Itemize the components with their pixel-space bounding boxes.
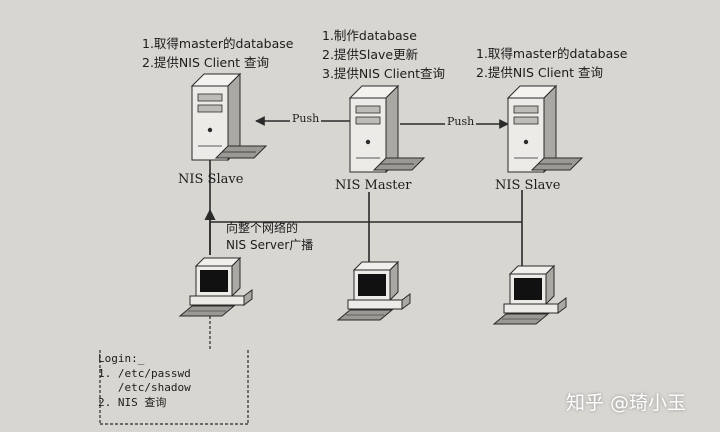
- broadcast-line: 向整个网络的: [226, 221, 299, 235]
- push-label-left: Push: [290, 112, 322, 125]
- workstation-icon: [493, 265, 567, 325]
- note-line: 1.取得master的database: [142, 36, 294, 51]
- right-slave-label: NIS Slave: [495, 178, 561, 193]
- note-line: 2.提供NIS Client 查询: [142, 55, 270, 70]
- login-line: /etc/shadow: [98, 381, 191, 394]
- broadcast-line: NIS Server广播: [226, 238, 314, 252]
- server-icon: [349, 85, 425, 173]
- master-notes: 1.制作database 2.提供Slave更新 3.提供NIS Client查…: [322, 26, 445, 83]
- login-box-outline: [99, 316, 249, 425]
- workstation-icon: [179, 257, 253, 317]
- note-line: 3.提供NIS Client查询: [322, 66, 446, 81]
- workstation-icon: [337, 261, 411, 321]
- note-line: 2.提供Slave更新: [322, 47, 419, 62]
- login-panel: Login:_ 1. /etc/passwd /etc/shadow 2. NI…: [98, 352, 238, 410]
- master-label: NIS Master: [335, 178, 412, 193]
- login-line: 2. NIS 查询: [98, 395, 167, 409]
- login-line: 1. /etc/passwd: [98, 366, 191, 380]
- right-slave-notes: 1.取得master的database 2.提供NIS Client 查询: [476, 44, 627, 82]
- note-line: 1.制作database: [322, 28, 417, 43]
- broadcast-label: 向整个网络的 NIS Server广播: [226, 220, 313, 254]
- push-label-right: Push: [445, 115, 477, 128]
- server-icon: [507, 85, 583, 173]
- note-line: 2.提供NIS Client 查询: [476, 65, 604, 80]
- left-slave-label: NIS Slave: [178, 172, 244, 187]
- server-icon: [191, 73, 267, 161]
- login-line: Login:_: [98, 352, 145, 365]
- left-slave-notes: 1.取得master的database 2.提供NIS Client 查询: [142, 34, 293, 72]
- watermark-text: 知乎 @琦小玉: [566, 392, 687, 414]
- note-line: 1.取得master的database: [476, 46, 628, 61]
